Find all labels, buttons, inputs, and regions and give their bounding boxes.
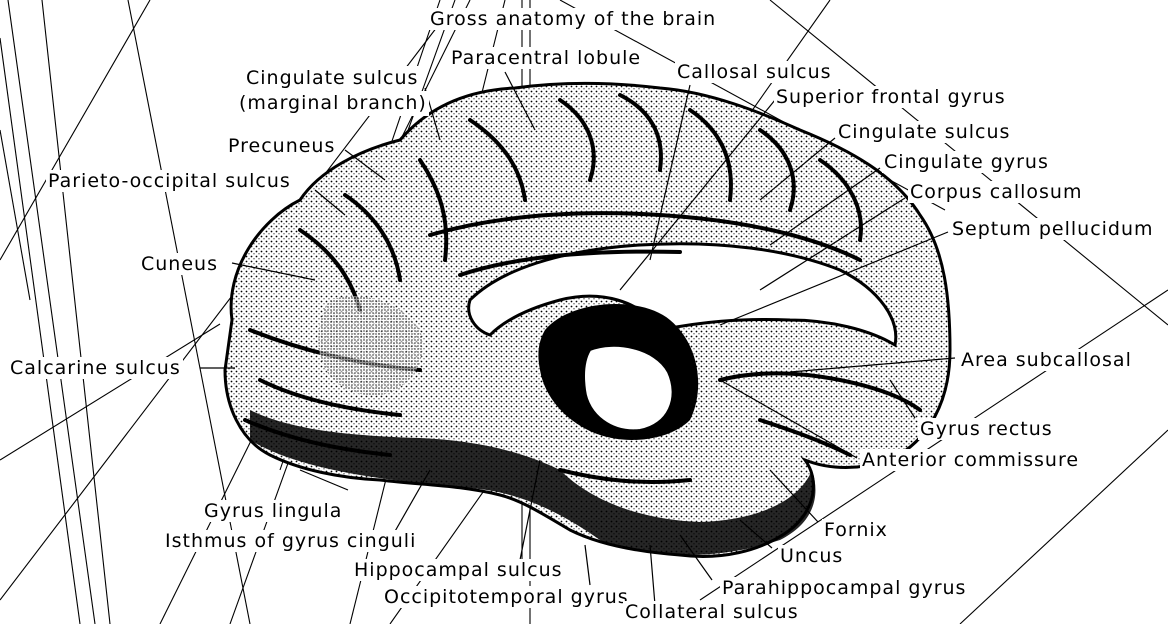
- label-cingulate-sulcus: Cingulate sulcus: [836, 121, 1012, 143]
- label-parieto-occipital-sulcus: Parieto-occipital sulcus: [46, 170, 293, 192]
- label-fornix: Fornix: [822, 519, 890, 541]
- label-gyrus-lingula: Gyrus lingula: [202, 500, 344, 522]
- label-cingulate-sulcus-marginal-line1: Cingulate sulcus: [244, 66, 420, 91]
- label-occipitotemporal-gyrus: Occipitotemporal gyrus: [382, 586, 631, 608]
- label-hippocampal-sulcus: Hippocampal sulcus: [352, 559, 565, 581]
- label-cingulate-gyrus: Cingulate gyrus: [882, 151, 1051, 173]
- label-collateral-sulcus: Collateral sulcus: [623, 601, 801, 623]
- label-uncus: Uncus: [778, 545, 845, 567]
- diagram-title: Gross anatomy of the brain: [428, 8, 718, 30]
- label-anterior-commissure: Anterior commissure: [860, 449, 1081, 471]
- label-cuneus: Cuneus: [139, 253, 220, 275]
- label-superior-frontal-gyrus: Superior frontal gyrus: [774, 86, 1008, 108]
- label-isthmus-of-gyrus-cinguli: Isthmus of gyrus cinguli: [163, 530, 418, 552]
- label-corpus-callosum: Corpus callosum: [908, 181, 1084, 203]
- label-calcarine-sulcus: Calcarine sulcus: [8, 357, 183, 379]
- label-cingulate-sulcus-marginal-line2: (marginal branch): [237, 91, 429, 116]
- label-septum-pellucidum: Septum pellucidum: [950, 218, 1156, 240]
- label-paracentral-lobule: Paracentral lobule: [449, 47, 643, 69]
- label-parahippocampal-gyrus: Parahippocampal gyrus: [720, 577, 968, 599]
- label-gyrus-rectus: Gyrus rectus: [918, 418, 1055, 440]
- label-callosal-sulcus: Callosal sulcus: [675, 61, 834, 83]
- label-precuneus: Precuneus: [226, 135, 337, 157]
- label-area-subcallosal: Area subcallosal: [959, 349, 1134, 371]
